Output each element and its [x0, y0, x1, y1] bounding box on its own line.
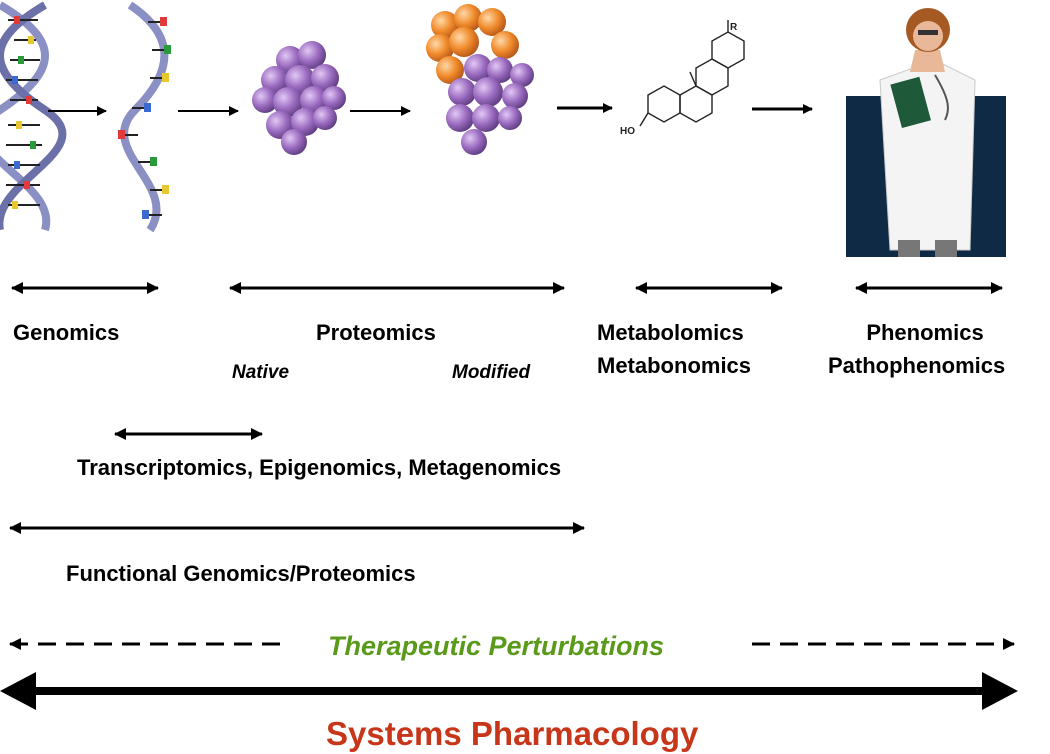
dna-single-strand-icon	[118, 1, 171, 233]
molecule-ho-label: HO	[620, 126, 635, 137]
systems-pharmacology-label: Systems Pharmacology	[326, 715, 699, 752]
phenomics-label: Phenomics	[866, 320, 984, 345]
pathophenomics-label: Pathophenomics	[828, 353, 1006, 378]
flow-arrows	[48, 103, 813, 116]
protein-cluster-icon	[252, 41, 346, 155]
modified-label: Modified	[452, 362, 531, 383]
therapeutic-perturbations-label: Therapeutic Perturbations	[328, 631, 665, 661]
metabolomics-label: Metabolomics	[597, 320, 744, 345]
genomics-label: Genomics	[13, 320, 120, 345]
modified-protein-cluster-icon	[426, 4, 534, 155]
steroid-molecule-icon	[639, 20, 745, 127]
doctor-icon	[846, 8, 1006, 257]
metabonomics-label: Metabonomics	[597, 353, 752, 378]
transcriptomics-label: Transcriptomics, Epigenomics, Metagenomi…	[77, 455, 562, 480]
native-label: Native	[232, 362, 290, 383]
systems-pharmacology-arrow	[0, 672, 1018, 710]
proteomics-label: Proteomics	[316, 320, 436, 345]
molecule-r-label: R	[730, 22, 738, 33]
functional-genomics-label: Functional Genomics/Proteomics	[66, 561, 416, 586]
dna-double-helix-icon	[0, 1, 67, 232]
